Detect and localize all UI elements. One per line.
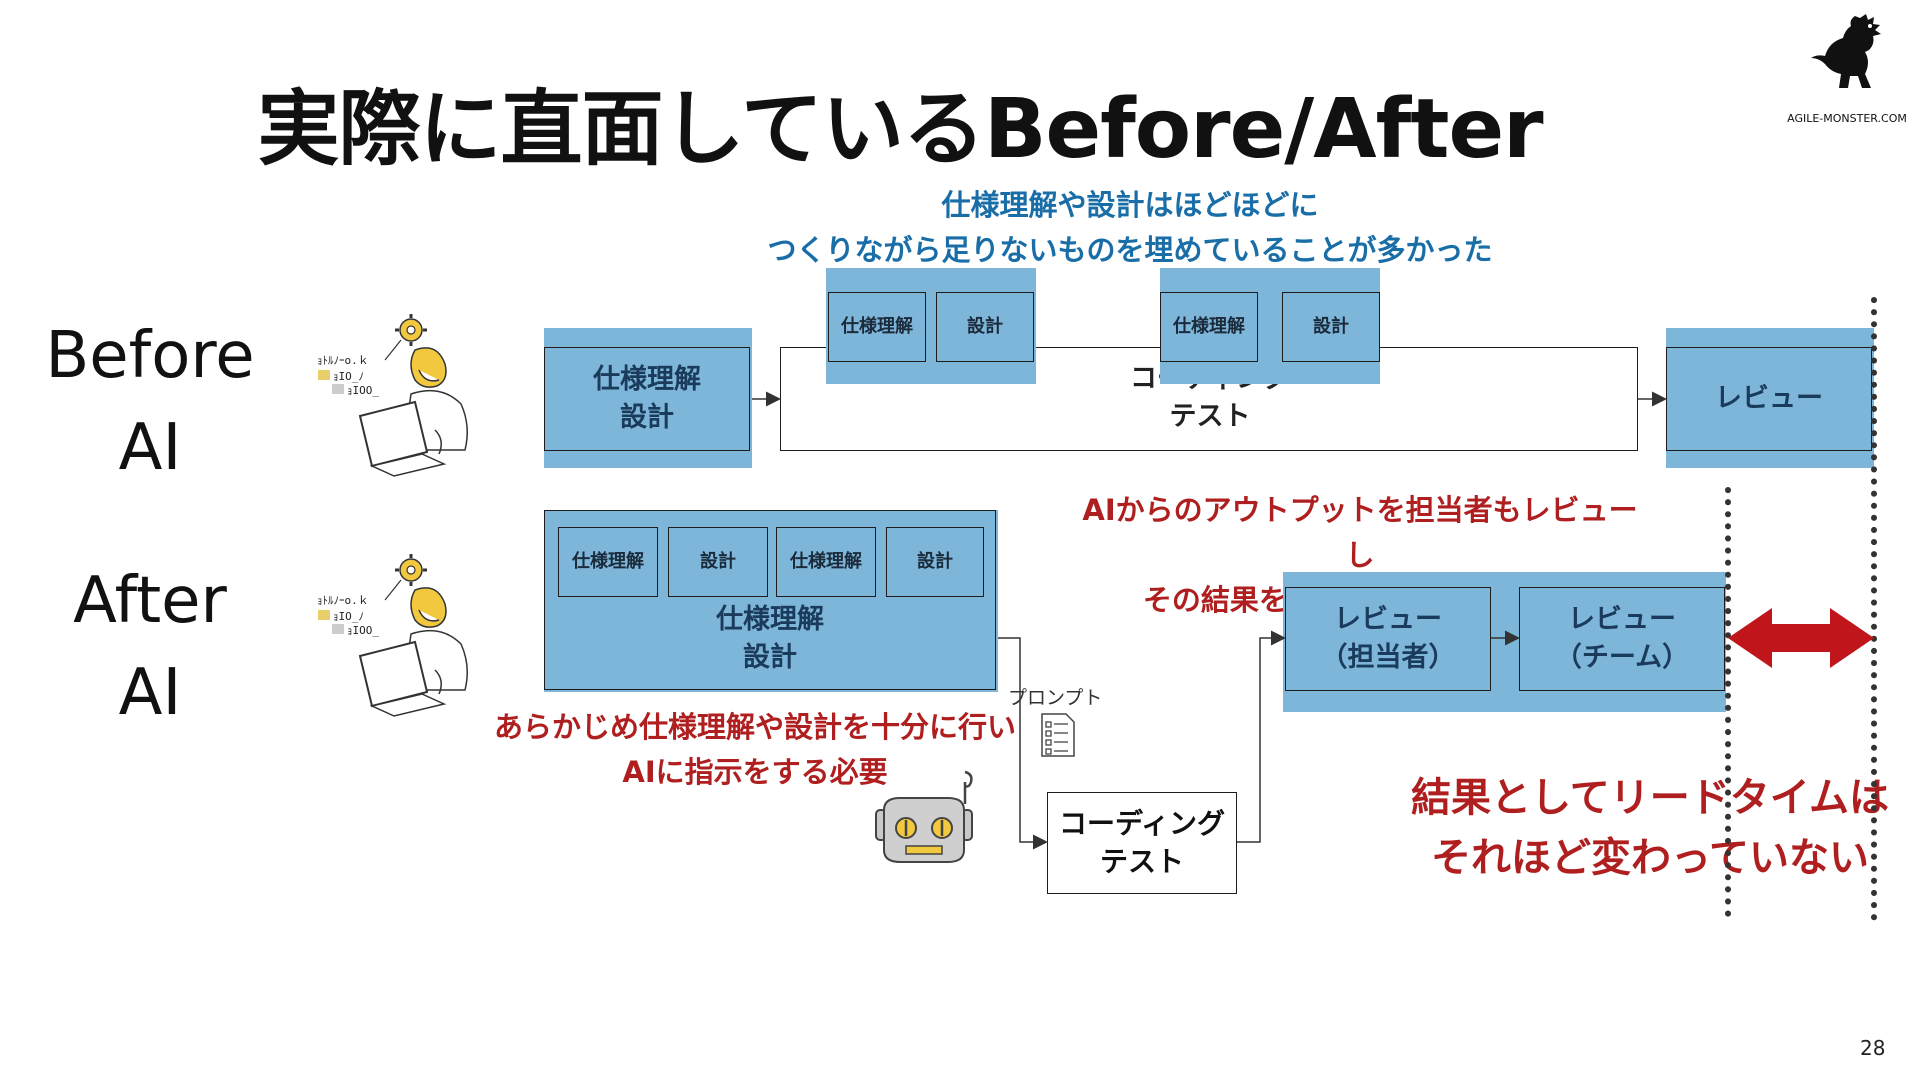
before-small-band-1 <box>826 268 1036 384</box>
before-ai-label: Before AI <box>45 319 255 485</box>
robot-icon <box>875 770 973 863</box>
svg-text:ｮIO_ﾉ: ｮIO_ﾉ <box>333 370 364 383</box>
svg-text:ｮﾄﾙﾉｰo.ｋ: ｮﾄﾙﾉｰo.ｋ <box>317 354 369 367</box>
conclusion-note: 結果としてリードタイムは それほど変わっていない <box>1411 775 1889 881</box>
after-ai-label: After AI <box>73 564 227 730</box>
after-small-spec-box: 仕様理解 <box>776 527 876 597</box>
after-small-spec-box: 仕様理解 <box>558 527 658 597</box>
before-small-spec-box: 仕様理解 <box>1160 292 1258 362</box>
double-arrow-icon <box>1728 608 1874 668</box>
logo-text: AGILE-MONSTER.COM <box>1787 112 1907 125</box>
before-review-band <box>1666 328 1874 468</box>
before-small-band-2 <box>1160 268 1380 384</box>
developer-person-icon: ｮﾄﾙﾉｰo.ｋ ｮIO_ﾉ ｮIOO_ <box>317 554 468 717</box>
prompt-label: プロンプト <box>1008 687 1103 709</box>
document-icon <box>1041 713 1075 757</box>
svg-text:ｮIOO_: ｮIOO_ <box>347 624 379 637</box>
svg-text:ｮIO_ﾉ: ｮIO_ﾉ <box>333 610 364 623</box>
before-small-design-box: 設計 <box>1282 292 1380 362</box>
after-review-band <box>1283 572 1726 712</box>
arrow-after-spec-to-coding <box>998 637 1048 850</box>
page-title: 実際に直面しているBefore/After <box>257 82 1543 177</box>
after-spec-band <box>544 510 998 692</box>
after-small-design-box: 設計 <box>886 527 984 597</box>
before-review-box: レビュー <box>1666 347 1872 451</box>
review-owner-box: レビュー（担当者） <box>1285 587 1491 691</box>
after-small-design-box: 設計 <box>668 527 768 597</box>
monster-icon <box>1811 14 1881 88</box>
after-spec-design-box: 仕様理解設計 <box>544 510 996 690</box>
before-note: 仕様理解や設計はほどほどに つくりながら足りないものを埋めていることが多かった <box>767 188 1493 267</box>
after-coding-test-box: コーディングテスト <box>1047 792 1237 894</box>
before-small-design-box: 設計 <box>936 292 1034 362</box>
arrow-after-coding-to-review <box>1237 630 1286 843</box>
developer-person-icon: ｮﾄﾙﾉｰo.ｋ ｮIO_ﾉ ｮIOO_ <box>317 314 468 477</box>
review-team-box: レビュー（チーム） <box>1519 587 1725 691</box>
before-small-spec-box: 仕様理解 <box>828 292 926 362</box>
before-spec-band <box>544 328 752 468</box>
before-spec-design-box: 仕様理解設計 <box>544 347 750 451</box>
page-number: 28 <box>1860 1036 1886 1060</box>
svg-text:ｮIOO_: ｮIOO_ <box>347 384 379 397</box>
svg-text:ｮﾄﾙﾉｰo.ｋ: ｮﾄﾙﾉｰo.ｋ <box>317 594 369 607</box>
after-prep-note: あらかじめ仕様理解や設計を十分に行い AIに指示をする必要 <box>493 710 1016 789</box>
